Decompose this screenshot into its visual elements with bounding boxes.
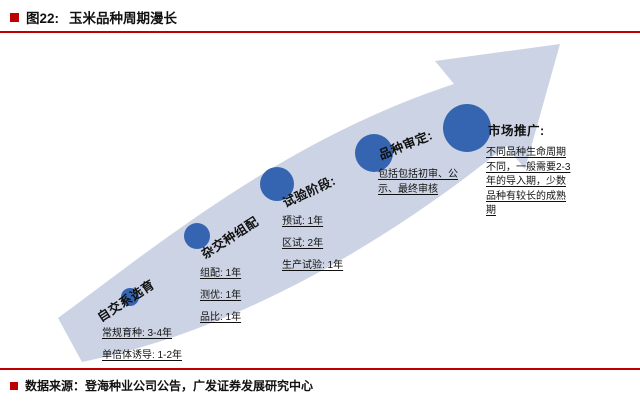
- detail-line: 测优: 1年: [200, 290, 242, 301]
- stage-3-circle: [260, 167, 294, 201]
- footer-rule: [0, 368, 640, 370]
- detail-line: 常规育种: 3-4年: [102, 328, 173, 339]
- figure-title-text: 玉米品种周期漫长: [69, 11, 178, 26]
- stage-2-details: 组配: 1年 测优: 1年 品比: 1年: [200, 264, 241, 330]
- detail-line: 生产试验: 1年: [282, 260, 344, 271]
- stage-1-details: 常规育种: 3-4年 单倍体诱导: 1-2年: [102, 324, 182, 368]
- detail-line: 品比: 1年: [200, 312, 242, 323]
- detail-line: 预试: 1年: [282, 216, 324, 227]
- curved-arrow: [58, 44, 560, 362]
- stage-2-circle: [184, 223, 210, 249]
- stage-5-circle: [443, 104, 491, 152]
- stage-3-details: 预试: 1年 区试: 2年 生产试验: 1年: [282, 212, 343, 278]
- stage-4-circle: [355, 134, 393, 172]
- stage-5-label: 市场推广:: [488, 124, 545, 138]
- stage-5-details: 不同品种生命周期不同，一般需要2-3年的导入期，少数品种有较长的成熟期: [486, 147, 571, 216]
- figure-number: 图22:: [26, 11, 60, 26]
- title-bullet-square: [10, 13, 19, 22]
- stage-1-circle: [121, 288, 139, 306]
- title-rule: [0, 31, 640, 33]
- detail-line: 单倍体诱导: 1-2年: [102, 350, 183, 361]
- source-bullet-square: [10, 382, 18, 390]
- figure-title: 图22: 玉米品种周期漫长: [26, 7, 177, 27]
- detail-line: 组配: 1年: [200, 268, 242, 279]
- detail-line: 区试: 2年: [282, 238, 324, 249]
- stage-4-details: 包括包括初审、公示、最终审核: [378, 169, 458, 195]
- data-source-text: 数据来源：登海种业公司公告，广发证券发展研究中心: [25, 379, 314, 393]
